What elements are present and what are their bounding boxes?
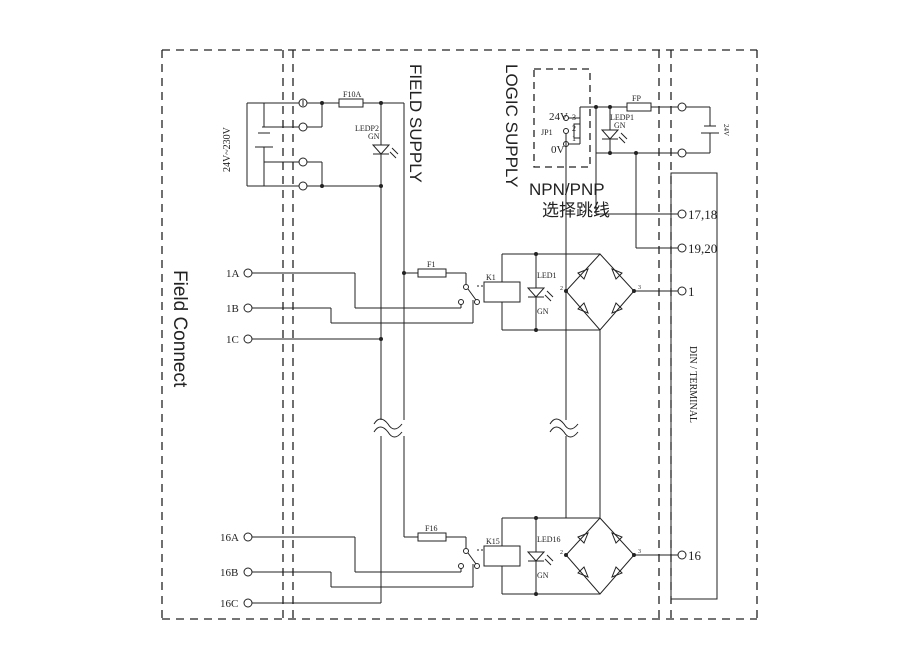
ledp1-color-label: GN [614,121,626,130]
din-terminal-block [670,172,718,600]
channel-16-circuit [243,516,687,608]
bridge1-pin2-label: 2 [560,286,563,292]
jumper-pin1-label: 1 [572,134,576,143]
bridge16-pin2-label: 2 [560,550,563,556]
logic-24v-label: 24V [549,111,568,123]
bridge16-pin3-label: 3 [638,549,641,555]
external-24v-label: 24V [722,124,730,136]
terminal-1-label: 1 [688,284,695,299]
channel-1-circuit [243,252,687,344]
relay-k1-label: K1 [486,273,496,282]
field-supply-label: FIELD SUPPLY [406,64,425,183]
region-boxes [161,49,758,620]
ledp2-label: LEDP2 [355,124,379,133]
logic-supply-label: LOGIC SUPPLY [502,64,521,187]
input-16c-label: 16C [220,598,238,610]
field-connect-label: Field Connect [169,270,190,388]
logic-0v-label: 0V [551,144,565,156]
field-supply-voltage-label: 24V~230V [222,126,233,172]
fuse-f1-label: F1 [427,260,435,269]
jumper-pin2-label: 2 [572,124,576,133]
jumper-select-label: 选择跳线 [542,201,610,220]
bridge1-pin3-label: 3 [638,285,641,291]
din-terminal-label: DIN / TERMINAL [687,346,698,423]
led1-color-label: GN [537,307,549,316]
led16-color-label: GN [537,571,549,580]
input-1b-label: 1B [226,303,239,315]
logic-supply-circuit [549,102,719,518]
field-supply-buses [373,103,405,603]
field-supply-circuit [246,98,404,191]
field-fuse-label: F10A [343,90,361,99]
fuse-f16-label: F16 [425,524,437,533]
ledp1-label: LEDP1 [610,113,634,122]
terminal-19-20-label: 19,20 [688,241,717,256]
npn-pnp-label: NPN/PNP [529,180,605,199]
input-16b-label: 16B [220,567,238,579]
ledp2-color-label: GN [368,132,380,141]
relay-k15-label: K15 [486,537,500,546]
logic-fuse-label: FP [632,94,641,103]
led16-label: LED16 [537,535,561,544]
jumper-pin3-label: 3 [572,113,576,122]
input-1a-label: 1A [226,268,240,280]
input-1c-label: 1C [226,334,239,346]
led1-label: LED1 [537,271,557,280]
jp1-label: JP1 [541,128,553,137]
terminal-16-label: 16 [688,548,702,563]
terminal-17-18-label: 17,18 [688,207,717,222]
input-16a-label: 16A [220,532,239,544]
